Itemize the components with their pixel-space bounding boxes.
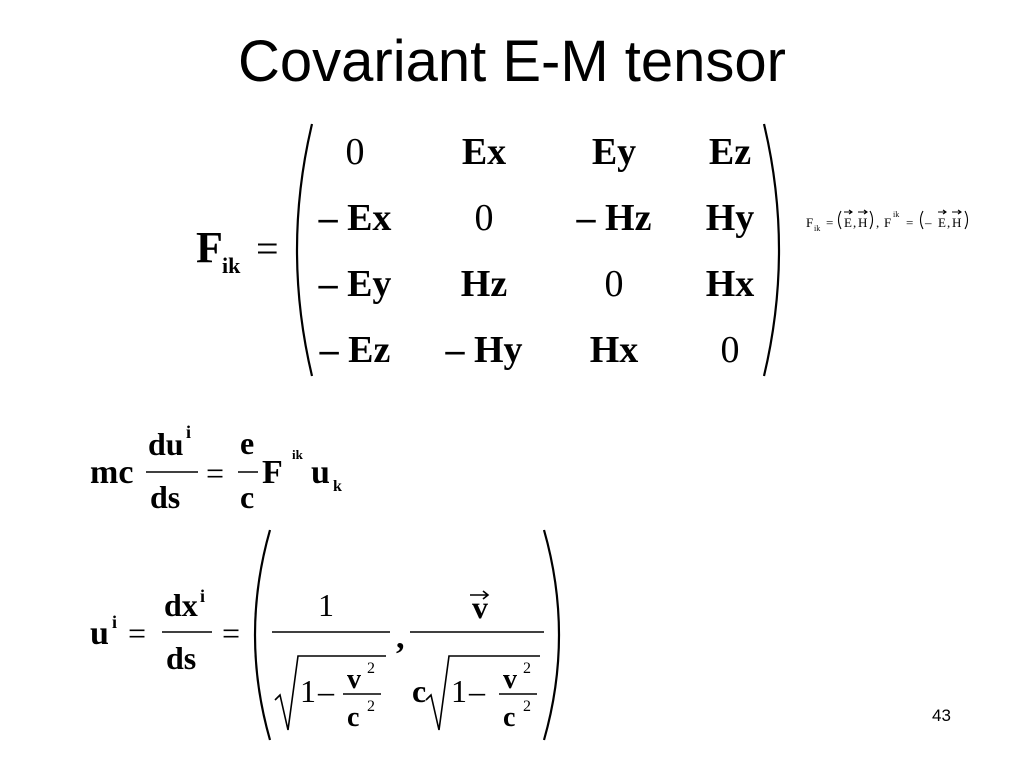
svg-text:,: , bbox=[853, 215, 856, 230]
svg-text:1: 1 bbox=[318, 587, 334, 623]
svg-text:v: v bbox=[503, 664, 517, 695]
svg-text:,: , bbox=[396, 619, 405, 656]
matrix-cell: – Hz bbox=[576, 197, 652, 239]
matrix-cell: – Ey bbox=[318, 263, 392, 305]
matrix-cell: Hy bbox=[706, 197, 755, 239]
vector-right-paren bbox=[542, 529, 561, 741]
matrix-cell: – Hy bbox=[444, 329, 522, 371]
svg-text:=: = bbox=[206, 455, 224, 491]
svg-text:i: i bbox=[186, 422, 191, 442]
svg-text:ik: ik bbox=[292, 447, 304, 462]
svg-text:,: , bbox=[876, 215, 879, 230]
sqrt-sign bbox=[425, 655, 540, 731]
matrix-cell: – Ez bbox=[319, 329, 391, 371]
svg-text:2: 2 bbox=[367, 698, 375, 715]
svg-text:=: = bbox=[128, 615, 146, 651]
svg-text:–: – bbox=[468, 673, 486, 709]
matrix-cell: Ez bbox=[709, 131, 751, 173]
matrix-left-paren bbox=[295, 123, 314, 377]
svg-text:c: c bbox=[503, 702, 515, 733]
svg-text:ik: ik bbox=[814, 224, 820, 233]
four-velocity-equation: u i = dx i ds = 1 1 – v 2 c 2 , v c 1 – … bbox=[90, 529, 561, 741]
svg-text:1: 1 bbox=[300, 673, 316, 709]
matrix-cell: 0 bbox=[721, 329, 740, 371]
svg-text:c: c bbox=[240, 479, 254, 515]
svg-text:=: = bbox=[906, 215, 913, 230]
svg-text:v: v bbox=[347, 664, 361, 695]
svg-text:E: E bbox=[938, 215, 946, 230]
svg-text:,: , bbox=[947, 215, 950, 230]
svg-text:–: – bbox=[317, 673, 335, 709]
svg-text:i: i bbox=[200, 586, 205, 606]
tensor-side-note: F ik = E , H , F ik = – E , H bbox=[806, 209, 969, 233]
svg-text:1: 1 bbox=[451, 673, 467, 709]
svg-text:F: F bbox=[806, 215, 813, 230]
svg-text:2: 2 bbox=[523, 660, 531, 677]
sqrt-sign bbox=[274, 655, 386, 731]
matrix-cell: Hx bbox=[706, 263, 755, 305]
svg-text:ds: ds bbox=[150, 479, 180, 515]
svg-text:H: H bbox=[952, 215, 961, 230]
matrix-cell: Hx bbox=[590, 329, 639, 371]
svg-text:H: H bbox=[858, 215, 867, 230]
vector-arrow bbox=[470, 590, 490, 600]
tensor-equals: = bbox=[256, 226, 279, 271]
svg-text:k: k bbox=[333, 478, 342, 495]
svg-text:E: E bbox=[844, 215, 852, 230]
equation-of-motion: mc du i ds = e c F ik u k bbox=[90, 422, 342, 515]
tensor-lhs-symbol: F bbox=[196, 223, 223, 272]
svg-text:c: c bbox=[347, 702, 359, 733]
matrix-cell: Hz bbox=[461, 263, 508, 305]
matrix-cell: 0 bbox=[605, 263, 624, 305]
svg-text:du: du bbox=[148, 426, 184, 462]
matrix-cell: Ey bbox=[592, 131, 636, 173]
svg-text:F: F bbox=[884, 215, 891, 230]
svg-text:u: u bbox=[90, 615, 109, 652]
page-number: 43 bbox=[932, 706, 951, 725]
svg-text:F: F bbox=[262, 454, 283, 491]
svg-text:e: e bbox=[240, 425, 254, 461]
matrix-cell: 0 bbox=[346, 131, 365, 173]
svg-text:ds: ds bbox=[166, 640, 196, 676]
svg-text:–: – bbox=[924, 215, 932, 230]
svg-text:ik: ik bbox=[893, 210, 899, 219]
matrix-cell: – Ex bbox=[318, 197, 392, 239]
slide-title: Covariant E-M tensor bbox=[238, 29, 786, 94]
svg-text:=: = bbox=[222, 615, 240, 651]
svg-text:c: c bbox=[412, 673, 426, 709]
tensor-equation: F ik = 0 Ex Ey Ez – Ex 0 – Hz Hy – Ey Hz… bbox=[196, 123, 781, 377]
matrix-cell: 0 bbox=[475, 197, 494, 239]
svg-text:=: = bbox=[826, 215, 833, 230]
matrix-cell: Ex bbox=[462, 131, 506, 173]
tensor-lhs-index: ik bbox=[222, 253, 241, 278]
svg-text:i: i bbox=[112, 612, 117, 632]
svg-text:dx: dx bbox=[164, 587, 198, 623]
matrix-right-paren bbox=[762, 123, 781, 377]
svg-text:u: u bbox=[311, 454, 330, 491]
svg-text:2: 2 bbox=[523, 698, 531, 715]
svg-text:mc: mc bbox=[90, 454, 133, 491]
svg-text:2: 2 bbox=[367, 660, 375, 677]
vector-left-paren bbox=[253, 529, 272, 741]
